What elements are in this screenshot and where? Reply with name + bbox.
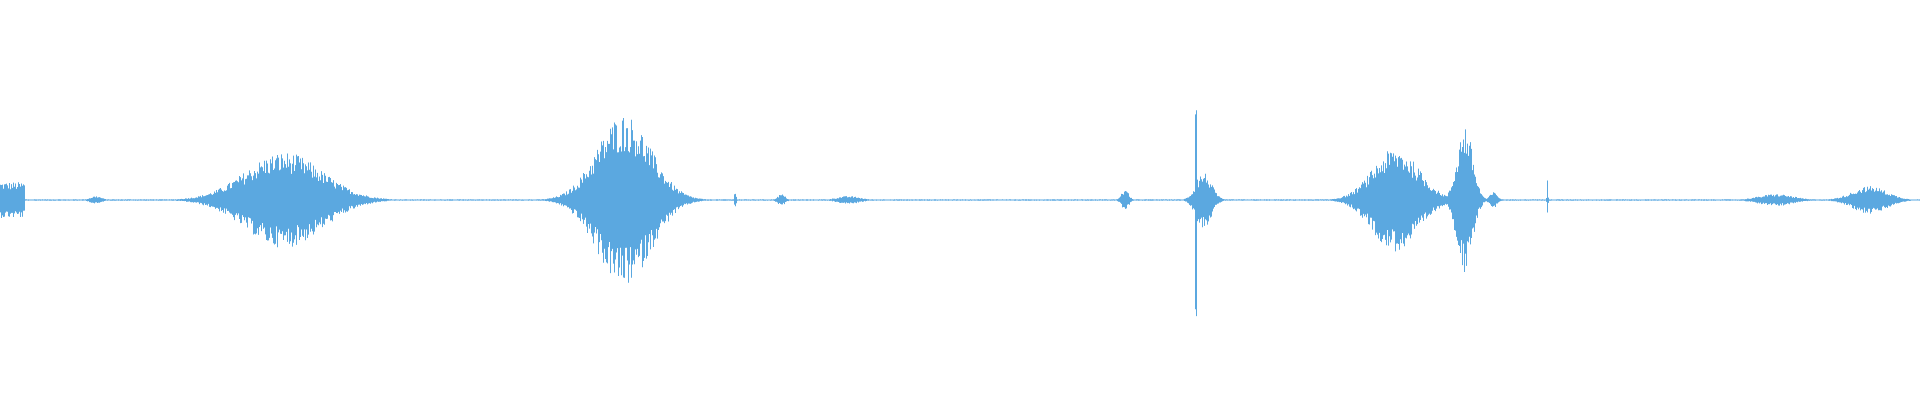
waveform-samples [0,110,1920,317]
